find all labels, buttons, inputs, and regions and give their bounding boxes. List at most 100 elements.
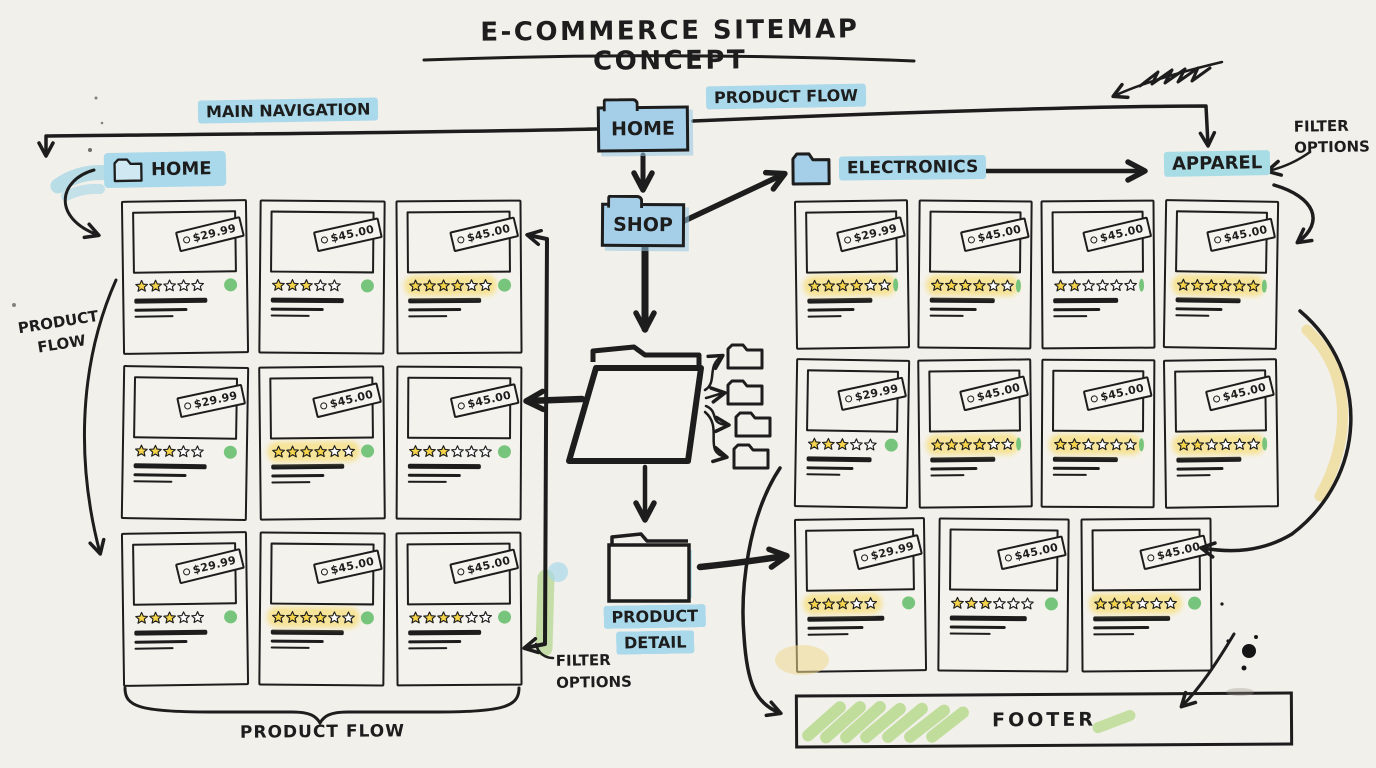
product-card: $45.00 bbox=[1080, 517, 1213, 673]
subfolder-icons bbox=[726, 343, 772, 470]
product-grid-row: $29.99$45.00$45.00 bbox=[120, 199, 523, 355]
description-lines bbox=[797, 292, 907, 318]
product-card: $45.00 bbox=[395, 199, 523, 355]
text-line bbox=[270, 639, 324, 643]
text-line bbox=[807, 615, 885, 622]
tag-hole-icon bbox=[456, 567, 465, 577]
text-line bbox=[930, 466, 978, 470]
star-rating bbox=[133, 443, 206, 459]
star-icon bbox=[479, 279, 492, 292]
product-card: $29.99 bbox=[120, 365, 250, 521]
corner-scribble bbox=[1138, 66, 1212, 88]
text-line bbox=[806, 472, 841, 476]
star-icon bbox=[1122, 597, 1135, 610]
star-rating bbox=[1052, 278, 1139, 294]
text-line bbox=[407, 473, 461, 477]
star-icon bbox=[409, 611, 422, 624]
product-card: $45.00 bbox=[395, 531, 523, 687]
node-home-section: HOME bbox=[103, 150, 226, 189]
description-lines bbox=[398, 625, 520, 650]
rating-row bbox=[920, 277, 1030, 294]
star-icon bbox=[135, 279, 149, 292]
star-icon bbox=[451, 611, 464, 624]
text-line bbox=[1053, 314, 1088, 318]
detail-to-rightgrid-arrow bbox=[696, 546, 790, 571]
node-product-detail-label: PRODUCT DETAIL bbox=[596, 603, 715, 656]
star-icon bbox=[1096, 438, 1109, 451]
star-icon bbox=[986, 279, 1000, 292]
product-grid-row: $29.99$45.00$45.00 bbox=[793, 517, 1278, 673]
text-line bbox=[1053, 297, 1118, 304]
category-to-leftgrid-arrow bbox=[523, 388, 586, 413]
text-line bbox=[930, 473, 965, 477]
rating-row bbox=[261, 443, 383, 460]
description-lines bbox=[398, 459, 520, 484]
star-icon bbox=[1136, 597, 1149, 610]
footer-label: FOOTER bbox=[991, 708, 1096, 732]
text-line bbox=[270, 307, 324, 311]
rating-row bbox=[920, 436, 1030, 453]
text-line bbox=[408, 307, 462, 311]
star-icon bbox=[1108, 597, 1121, 610]
star-rating bbox=[928, 277, 1016, 294]
star-rating bbox=[407, 610, 494, 626]
star-icon bbox=[191, 611, 205, 624]
star-icon bbox=[836, 597, 850, 610]
stock-indicator-dot bbox=[361, 444, 375, 458]
text-line bbox=[1176, 466, 1224, 471]
bottom-brace bbox=[123, 686, 521, 725]
description-lines bbox=[797, 610, 924, 636]
product-detail-folder-icon bbox=[607, 532, 692, 603]
stock-indicator-dot bbox=[1044, 597, 1058, 611]
product-flow-top-label: PRODUCT FLOW bbox=[705, 83, 867, 110]
star-icon bbox=[423, 279, 436, 292]
star-rating bbox=[806, 595, 880, 612]
star-icon bbox=[437, 279, 450, 292]
rating-row bbox=[797, 277, 907, 294]
star-icon bbox=[1246, 279, 1260, 292]
star-icon bbox=[149, 611, 163, 624]
star-icon bbox=[437, 611, 450, 624]
star-icon bbox=[864, 278, 878, 291]
star-icon bbox=[1124, 438, 1137, 451]
star-icon bbox=[162, 444, 176, 457]
star-icon bbox=[342, 611, 355, 624]
text-line bbox=[949, 632, 991, 635]
rating-row bbox=[261, 277, 383, 293]
description-lines bbox=[1043, 293, 1153, 318]
stock-indicator-dot bbox=[1262, 437, 1268, 451]
star-icon bbox=[1218, 279, 1232, 292]
text-line bbox=[807, 307, 855, 312]
star-icon bbox=[191, 279, 205, 292]
star-icon bbox=[835, 438, 849, 451]
star-icon bbox=[878, 278, 892, 291]
star-icon bbox=[959, 279, 972, 292]
star-rating bbox=[929, 436, 1017, 453]
stock-indicator-dot bbox=[498, 278, 512, 292]
product-card: $29.99 bbox=[793, 199, 911, 350]
tag-hole-icon bbox=[456, 235, 465, 245]
text-line bbox=[929, 307, 977, 311]
text-line bbox=[806, 456, 872, 463]
description-lines bbox=[261, 292, 383, 317]
star-icon bbox=[965, 596, 978, 609]
star-icon bbox=[451, 445, 464, 458]
shop-to-electronics-arrow bbox=[681, 169, 788, 224]
star-icon bbox=[300, 611, 313, 624]
tag-hole-icon bbox=[182, 567, 191, 577]
product-card: $45.00 bbox=[258, 365, 386, 521]
star-icon bbox=[451, 279, 464, 292]
text-line bbox=[1175, 313, 1210, 317]
description-lines bbox=[920, 451, 1030, 477]
product-card: $29.99 bbox=[120, 199, 250, 355]
star-icon bbox=[822, 597, 836, 610]
rating-row bbox=[398, 277, 520, 294]
star-icon bbox=[1124, 279, 1137, 291]
subfolder-link-1 bbox=[703, 353, 725, 392]
tag-hole-icon bbox=[1212, 394, 1221, 404]
rating-row bbox=[1043, 278, 1153, 294]
stock-indicator-dot bbox=[893, 278, 899, 292]
subfolder-link-2 bbox=[704, 386, 727, 404]
text-line bbox=[929, 314, 964, 317]
rating-row bbox=[797, 436, 907, 453]
